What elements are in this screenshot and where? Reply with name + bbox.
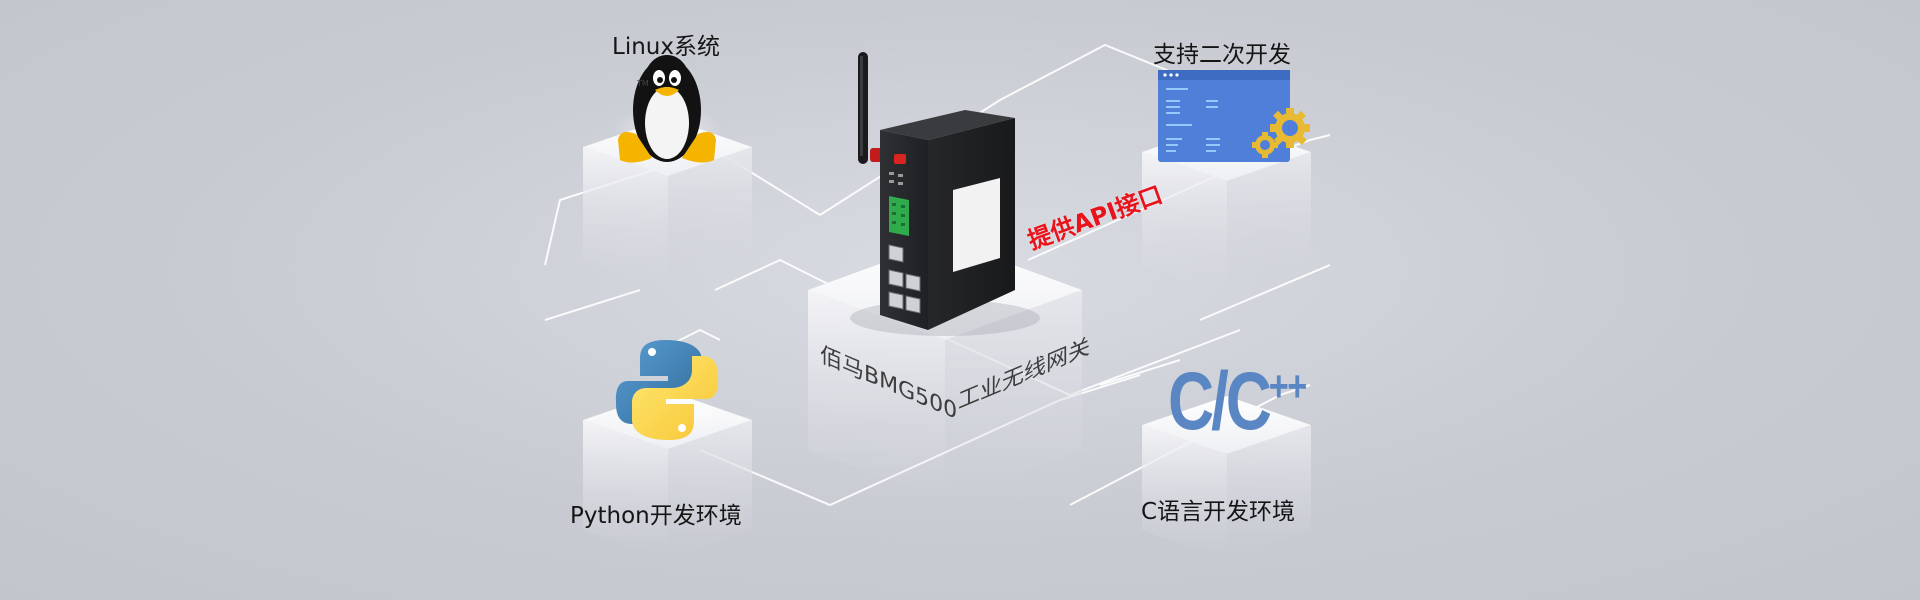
cpp-logo-text: C/C xyxy=(1168,356,1272,447)
small-gear-icon xyxy=(1252,132,1278,158)
cpp-logo-suffix: ++ xyxy=(1268,362,1308,411)
software-window-gears-icon xyxy=(1155,70,1310,170)
industrial-router-device xyxy=(850,52,1040,336)
secondary-dev-label: 支持二次开发 xyxy=(1153,42,1291,68)
cpp-logo-icon: C/C++ xyxy=(1168,355,1308,449)
tux-penguin-icon: TM xyxy=(612,55,722,163)
python-logo-icon xyxy=(612,340,722,440)
c-lang-label: C语言开发环境 xyxy=(1141,499,1296,525)
c-cube xyxy=(1142,396,1311,560)
svg-text:TM: TM xyxy=(636,79,649,88)
gear-icon xyxy=(1270,108,1310,148)
linux-label: Linux系统 xyxy=(612,34,720,60)
python-label: Python开发环境 xyxy=(570,503,742,529)
